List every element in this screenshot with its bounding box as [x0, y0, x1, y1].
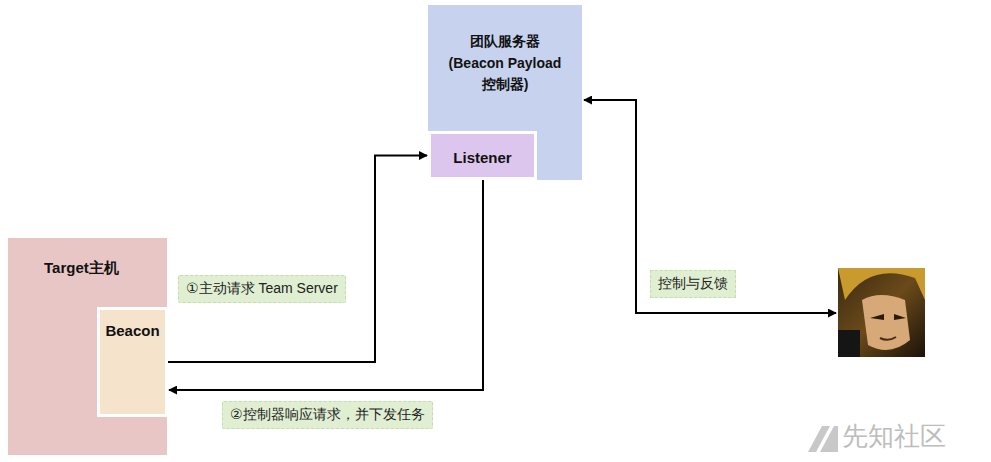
listener-box: Listener	[428, 131, 537, 180]
node-label: Target主机	[44, 256, 119, 279]
line-label: 控制与反馈	[650, 270, 736, 298]
watermark-logo	[808, 426, 838, 452]
connector-arrow	[169, 180, 483, 390]
edge-label: ①主动请求 Team Server	[178, 275, 346, 303]
control-line	[584, 100, 836, 313]
watermark: 先知社区	[842, 419, 946, 454]
node-label: Listener	[453, 146, 511, 169]
node-label: Beacon	[105, 319, 159, 342]
beacon-box: Beacon	[97, 307, 168, 417]
host-box: Target主机 Beacon	[8, 238, 167, 455]
edge-label: ②控制器响应请求，并下发任务	[222, 401, 433, 429]
server-box: 团队服务器 (Beacon Payload 控制器) Listener	[428, 5, 582, 180]
node-label: 团队服务器 (Beacon Payload 控制器)	[441, 31, 569, 96]
avatar-picture	[838, 268, 925, 357]
connector-arrow	[168, 156, 427, 363]
